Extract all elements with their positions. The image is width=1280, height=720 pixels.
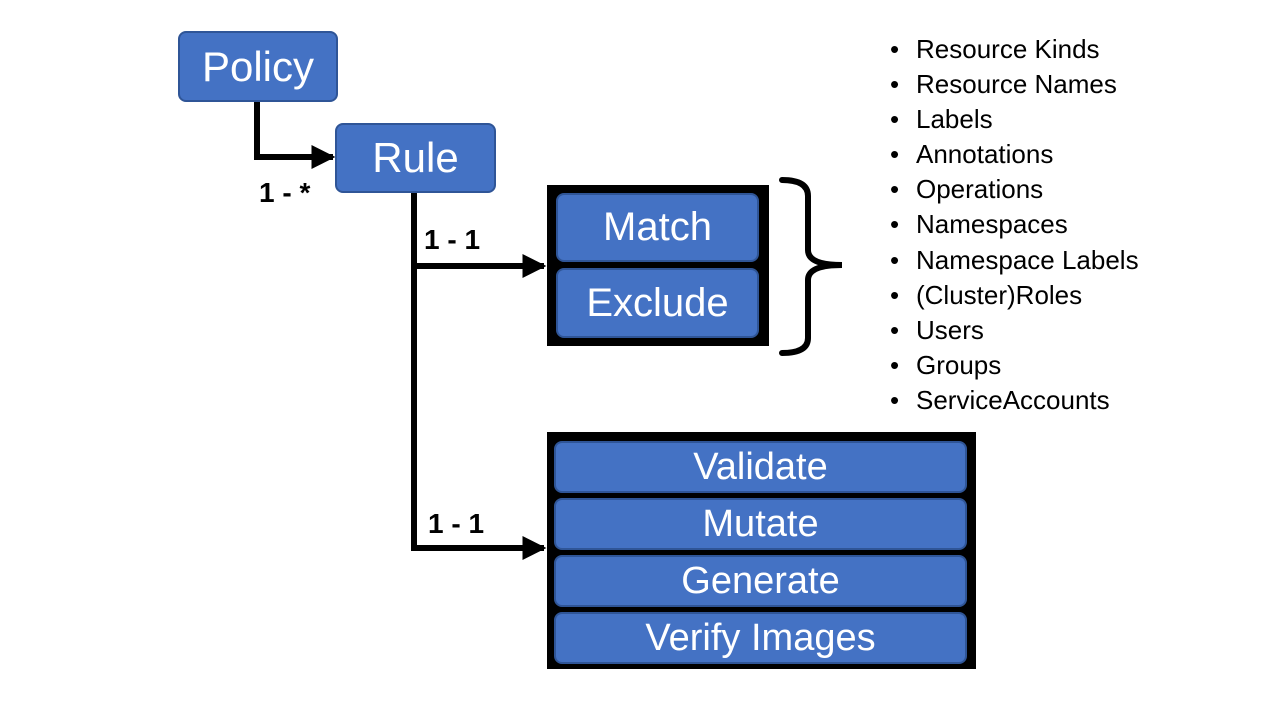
match-label: Match: [603, 205, 712, 249]
criteria-item: Groups: [888, 348, 1139, 383]
exclude-node: Exclude: [556, 268, 759, 338]
criteria-item: ServiceAccounts: [888, 383, 1139, 418]
rule-node: Rule: [335, 123, 496, 193]
verify-images-node: Verify Images: [554, 612, 967, 664]
mutate-node: Mutate: [554, 498, 967, 550]
verify-images-label: Verify Images: [645, 616, 876, 659]
policy-node: Policy: [178, 31, 338, 102]
policy-label: Policy: [201, 42, 315, 90]
validate-label: Validate: [693, 445, 828, 488]
match-node: Match: [556, 193, 759, 262]
generate-label: Generate: [681, 559, 840, 602]
criteria-item: Resource Kinds: [888, 32, 1139, 67]
criteria-item: Users: [888, 313, 1139, 348]
criteria-item: Labels: [888, 102, 1139, 137]
criteria-item: Annotations: [888, 137, 1139, 172]
criteria-item: Namespaces: [888, 207, 1139, 242]
criteria-item: Operations: [888, 172, 1139, 207]
generate-node: Generate: [554, 555, 967, 607]
policy-rule-connector: [254, 100, 336, 169]
mutate-label: Mutate: [702, 502, 819, 545]
rule-match-cardinality: 1 - 1: [424, 224, 481, 255]
criteria-item: Resource Names: [888, 67, 1139, 102]
criteria-item: Namespace Labels: [888, 243, 1139, 278]
match-criteria-list: Resource Kinds Resource Names Labels Ann…: [888, 32, 1139, 418]
validate-node: Validate: [554, 441, 967, 493]
rule-label: Rule: [372, 134, 459, 181]
criteria-item: (Cluster)Roles: [888, 278, 1139, 313]
rule-actions-cardinality: 1 - 1: [428, 508, 485, 539]
match-criteria-brace: [779, 177, 843, 356]
exclude-label: Exclude: [586, 280, 729, 325]
policy-rule-cardinality: 1 - *: [259, 177, 311, 208]
